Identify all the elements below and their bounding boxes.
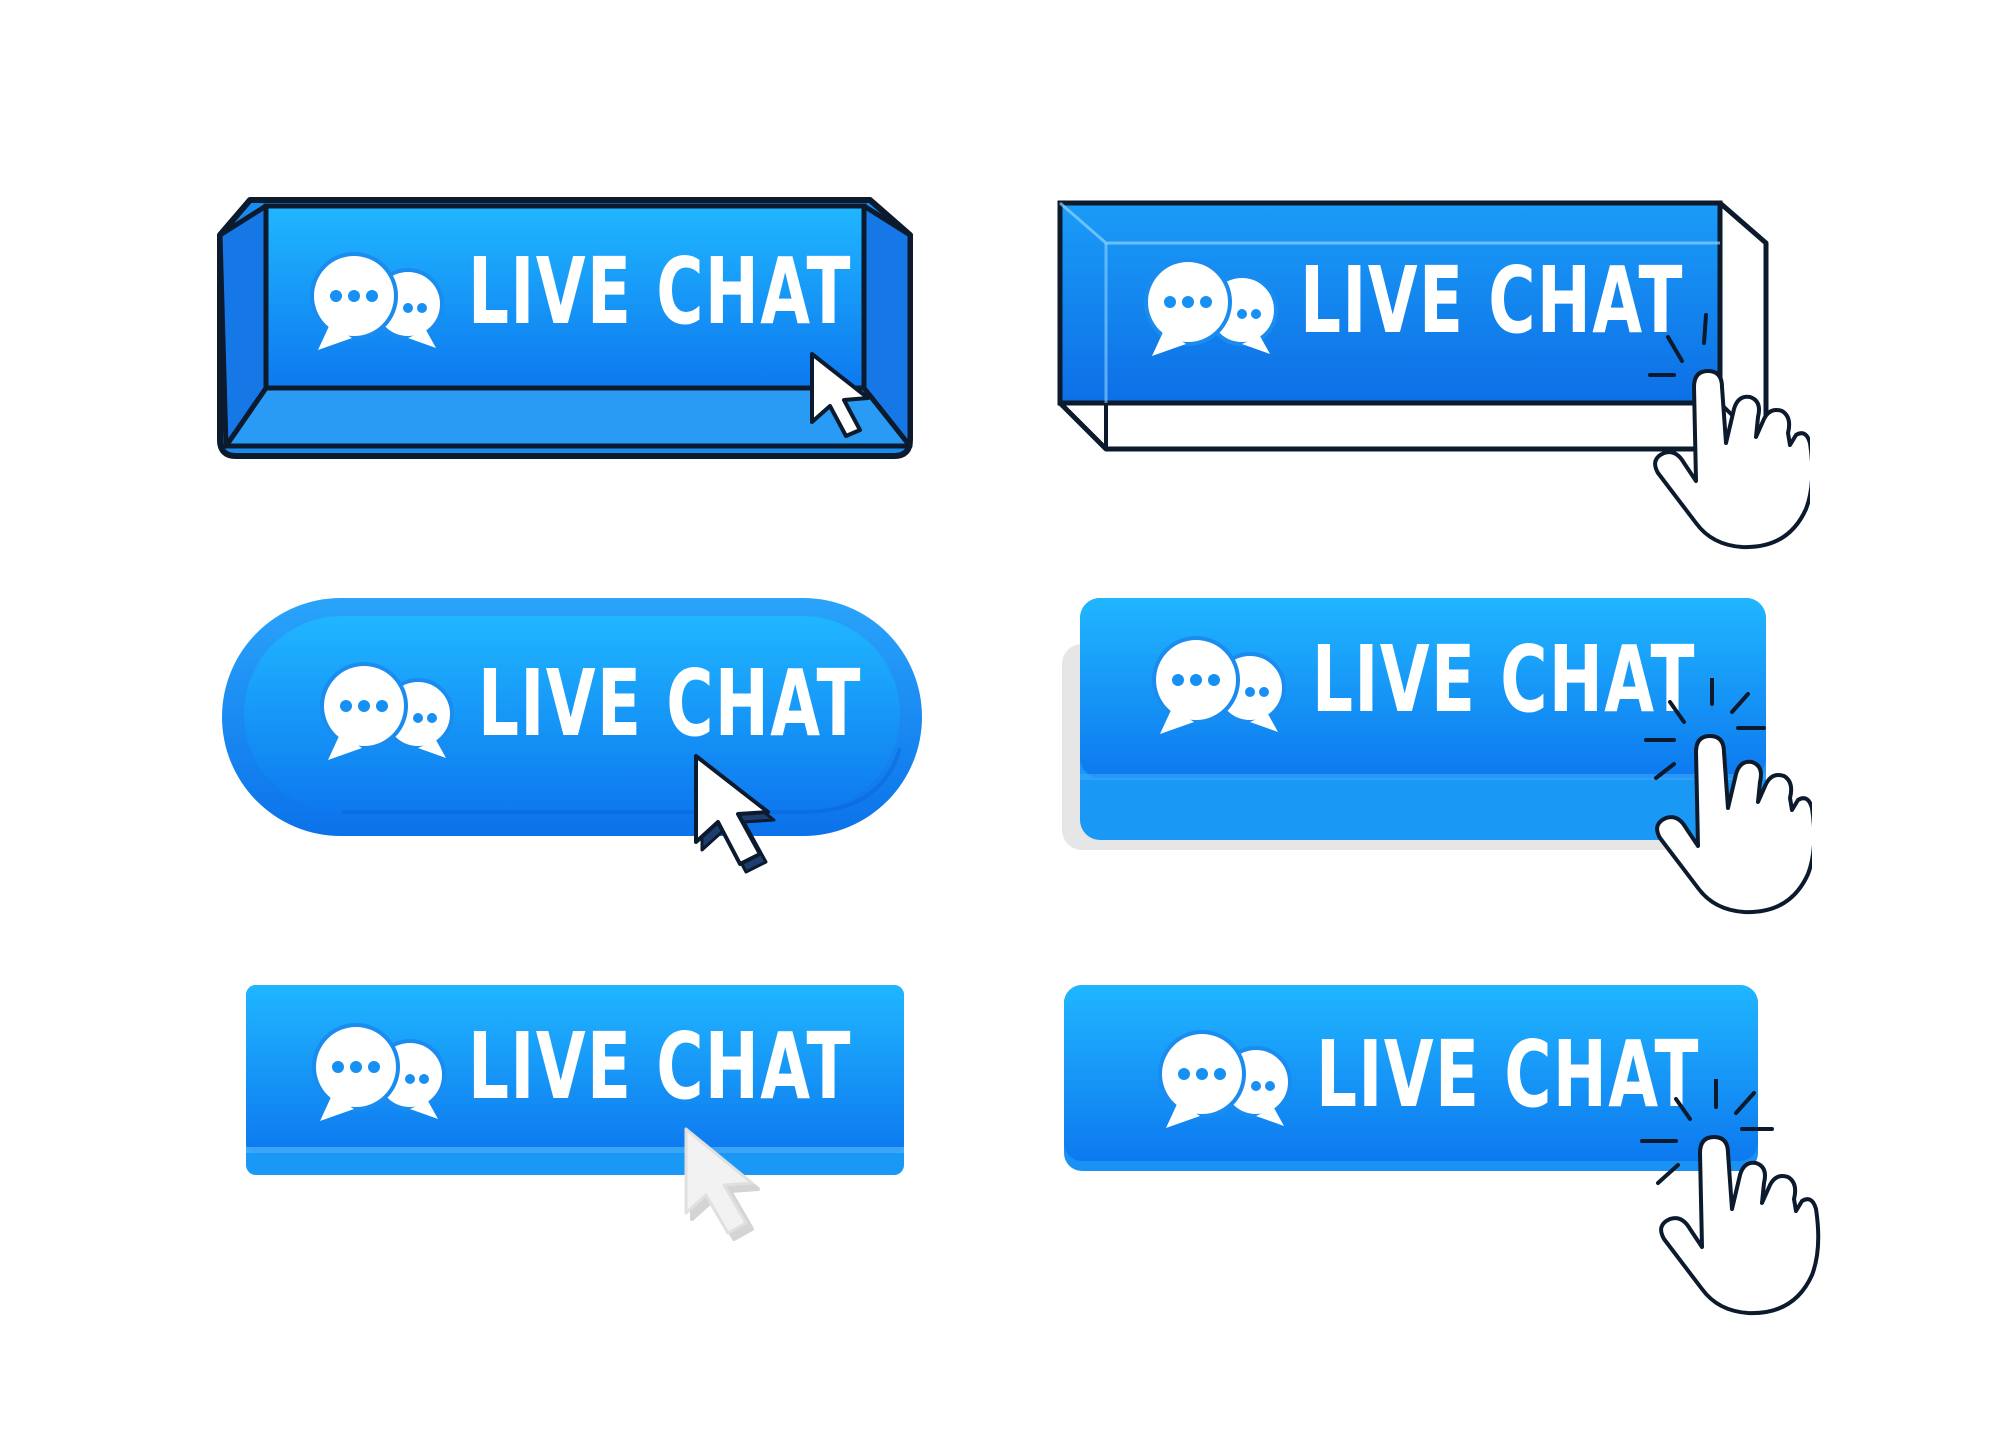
button-label: LIVE CHAT (1300, 247, 1684, 354)
button-label: LIVE CHAT (468, 238, 852, 345)
button-shape (1064, 985, 1758, 1171)
button-label: LIVE CHAT (468, 1013, 852, 1120)
live-chat-button-3d-key[interactable]: LIVE CHAT (217, 197, 913, 460)
chat-bubbles-icon (1158, 1030, 1292, 1128)
chat-bubbles-icon (320, 662, 454, 760)
button-label: LIVE CHAT (1316, 1021, 1700, 1128)
chat-bubbles-icon (1152, 636, 1286, 734)
chat-bubbles-icon (312, 1023, 446, 1121)
live-chat-button-pill[interactable]: LIVE CHAT (222, 598, 922, 888)
button-label: LIVE CHAT (1312, 626, 1696, 733)
chat-bubbles-icon (1144, 258, 1278, 356)
live-chat-button-flat-rounded[interactable]: LIVE CHAT (1064, 985, 1821, 1325)
live-chat-button-wireframe[interactable]: LIVE CHAT (1057, 200, 1810, 553)
live-chat-button-raised[interactable]: LIVE CHAT (1062, 598, 1812, 915)
live-chat-button-flat-ledge[interactable]: LIVE CHAT (246, 985, 906, 1241)
button-label: LIVE CHAT (478, 650, 862, 757)
button-shape (1062, 598, 1766, 850)
chat-bubbles-icon (310, 252, 444, 350)
